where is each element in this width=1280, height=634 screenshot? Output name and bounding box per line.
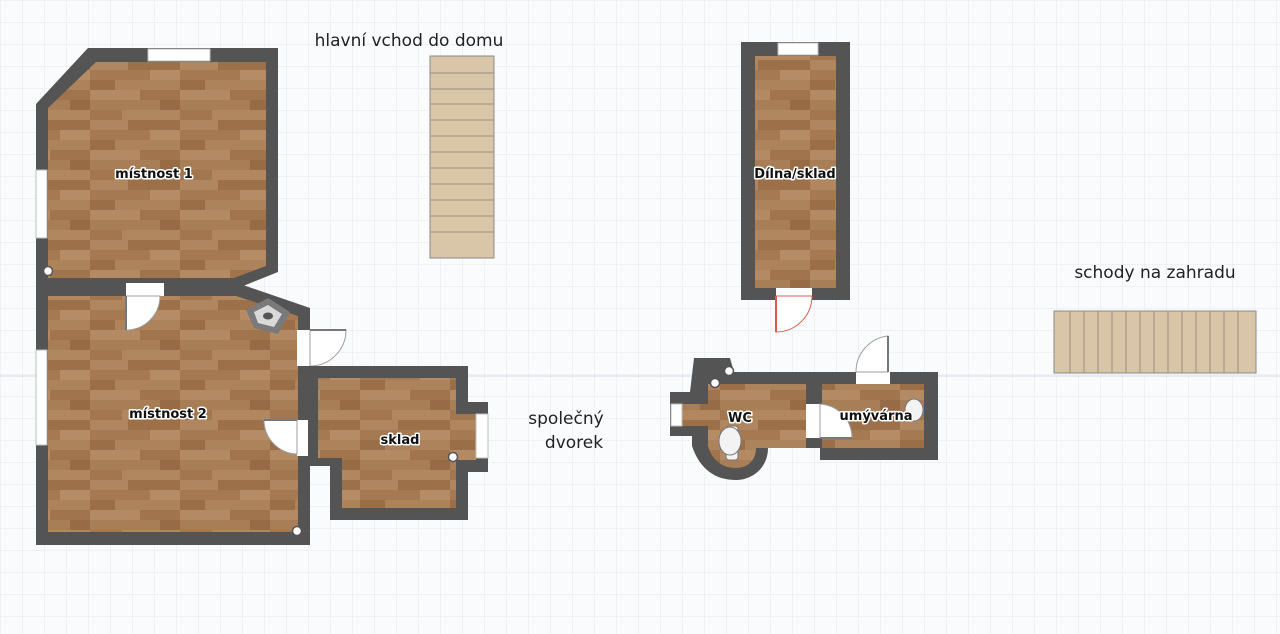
annotation-garden-stairs: schody na zahradu: [1074, 263, 1235, 283]
room-label-washroom: umývárna: [840, 409, 913, 424]
sink-icon: [904, 398, 924, 422]
room-label-workshop: Dílna/sklad: [754, 167, 835, 182]
annotation-courtyard-line1: společný: [528, 409, 603, 429]
toilet-icon: [718, 425, 742, 461]
garden-stairs: [1053, 310, 1257, 374]
wc-washroom-block: [670, 335, 938, 480]
workshop-room: [741, 42, 850, 333]
room-1: [35, 48, 278, 288]
room-label-room2: místnost 2: [129, 407, 207, 422]
window-left: [35, 169, 48, 239]
chimney-icon: [246, 298, 290, 334]
room-label-wc: WC: [728, 411, 752, 426]
room-label-storage: sklad: [381, 433, 420, 448]
annotation-main-entrance: hlavní vchod do domu: [315, 31, 504, 51]
room-label-room1: místnost 1: [115, 167, 193, 182]
storage-room: [308, 366, 489, 520]
annotation-courtyard-line2: dvorek: [545, 433, 603, 453]
room-2: [35, 283, 347, 545]
main-entrance-stairs: [429, 55, 495, 259]
column-marker: [42, 265, 54, 277]
window-left-2: [35, 349, 48, 446]
window-top: [147, 48, 211, 62]
